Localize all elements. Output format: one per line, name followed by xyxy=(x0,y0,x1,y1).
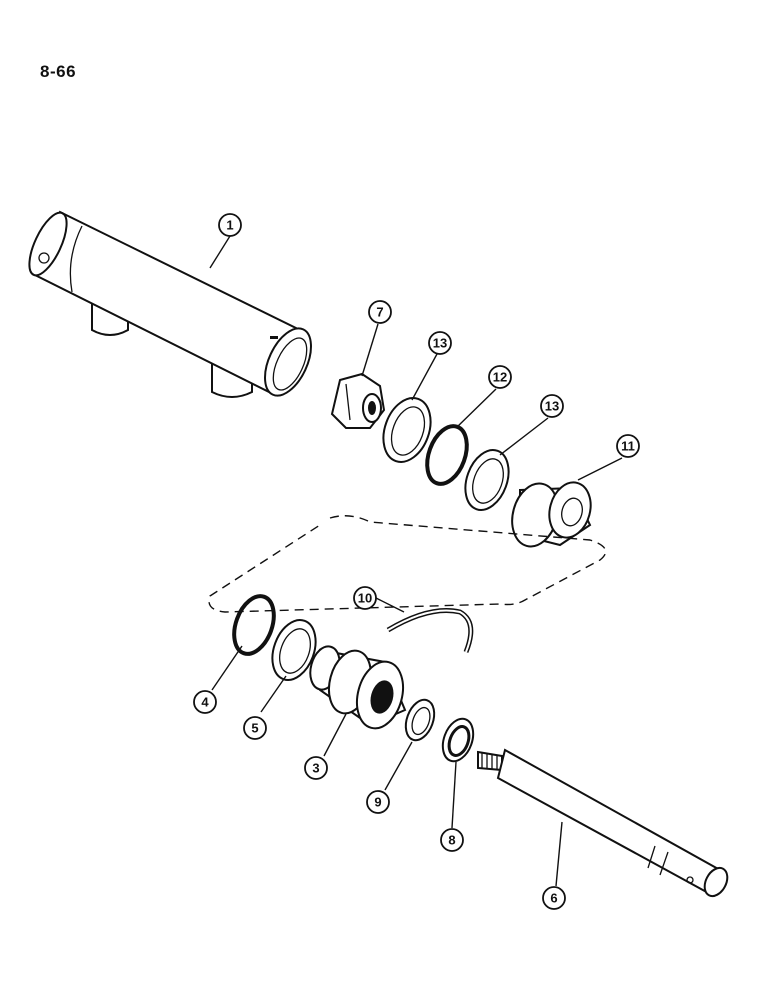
callout-label: 9 xyxy=(374,795,381,810)
leader-lines xyxy=(209,235,623,887)
callout-part-1: 1 xyxy=(218,213,242,237)
callout-part-4: 4 xyxy=(193,690,217,714)
callout-part-13b: 13 xyxy=(540,394,564,418)
page-number: 8-66 xyxy=(40,62,77,81)
callout-part-5: 5 xyxy=(243,716,267,740)
gland-11 xyxy=(511,481,592,548)
ring-9 xyxy=(404,698,436,742)
callout-label: 13 xyxy=(433,336,447,351)
callout-label: 10 xyxy=(358,591,372,606)
callout-part-13a: 13 xyxy=(428,331,452,355)
callout-label: 5 xyxy=(251,721,258,736)
callout-label: 7 xyxy=(376,305,383,320)
lock-wire-10 xyxy=(386,607,474,653)
ring-8 xyxy=(441,717,475,763)
hex-nut xyxy=(330,372,386,429)
snap-ring-4 xyxy=(232,594,276,656)
piston-rod-6 xyxy=(477,748,729,898)
seal-ring-13-upper xyxy=(382,397,432,463)
callout-label: 8 xyxy=(448,833,455,848)
callout-part-3: 3 xyxy=(304,756,328,780)
callout-label: 4 xyxy=(201,695,209,710)
callout-part-6: 6 xyxy=(542,886,566,910)
callout-label: 6 xyxy=(550,891,557,906)
callout-label: 11 xyxy=(621,439,635,454)
piston-3 xyxy=(309,645,407,730)
seal-ring-13-lower xyxy=(464,449,510,511)
callout-label: 13 xyxy=(545,399,559,414)
callout-part-9: 9 xyxy=(366,790,390,814)
callout-label: 3 xyxy=(312,761,319,776)
callout-part-7: 7 xyxy=(368,300,392,324)
callout-part-10: 10 xyxy=(353,586,377,610)
callout-label: 1 xyxy=(226,218,233,233)
callout-part-11: 11 xyxy=(616,434,640,458)
callout-part-12: 12 xyxy=(488,365,512,389)
callout-part-8: 8 xyxy=(440,828,464,852)
callout-label: 12 xyxy=(493,370,507,385)
cylinder-barrel xyxy=(28,210,312,398)
assembly-group-outline xyxy=(208,515,607,613)
